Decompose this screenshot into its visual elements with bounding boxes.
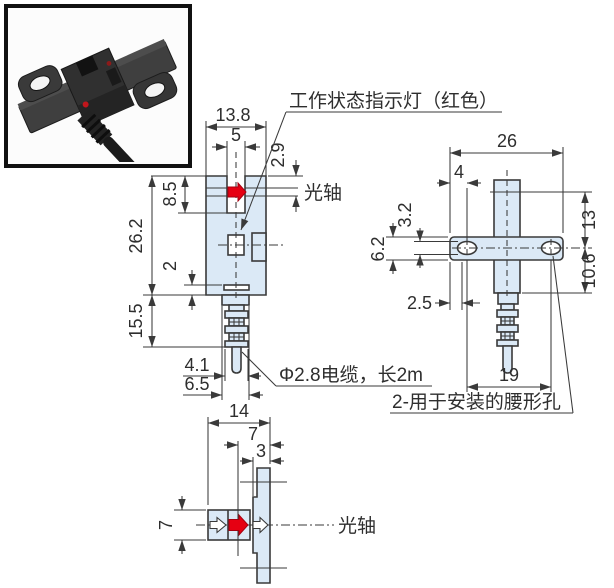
dim-side-edge-to-hole: 2.5 — [407, 262, 480, 313]
dim-side-width: 26 — [449, 131, 564, 233]
dim-front-slot-width-label: 5 — [231, 125, 241, 145]
dim-bottom-wall: 3 — [240, 441, 284, 496]
beam-arrow-outline-left — [209, 516, 227, 534]
indicator-callout-label: 工作状态指示灯（红色） — [289, 90, 498, 112]
dim-front-relief-width: 4.1 — [183, 349, 261, 381]
side-strain-relief — [496, 303, 519, 347]
dim-side-edge-to-hole-label: 2.5 — [407, 293, 432, 313]
front-side-boss — [251, 232, 267, 262]
mounting-hole-callout-label: 2-用于安装的腰形孔 — [392, 391, 561, 413]
dim-side-hole-height: 3.2 — [395, 202, 458, 268]
dim-side-flange-height: 6.2 — [368, 223, 448, 274]
dim-front-height-label: 26.2 — [126, 218, 146, 253]
dim-front-axis-offset: 2.9 光轴 — [268, 142, 342, 212]
dim-front-relief-length: 15.5 — [126, 295, 226, 348]
dim-side-axis-to-hole-label: 13 — [579, 210, 599, 230]
dim-side-hole-pitch: 19 — [466, 260, 552, 392]
dim-front-width-label: 13.8 — [215, 105, 250, 125]
dim-front-relief-length-label: 15.5 — [126, 303, 146, 338]
dim-side-hole-pitch-label: 19 — [499, 365, 519, 385]
beam-arrow-bottom — [228, 513, 249, 537]
dim-side-hole-height-label: 3.2 — [395, 202, 415, 227]
beam-arrow-front — [227, 181, 247, 203]
dim-side-flange-height-label: 6.2 — [368, 236, 388, 261]
dim-front-relief-width-label: 4.1 — [184, 355, 209, 375]
dim-side-hole-to-bottom: 10.6 — [522, 248, 599, 294]
dim-bottom-wall-label: 3 — [256, 441, 266, 461]
beam-arrow-outline-right — [252, 516, 269, 534]
dim-bottom-axis-to-face-label: 7 — [248, 424, 258, 444]
dim-front-neck-width-label: 6.5 — [184, 374, 209, 394]
side-view: 26 4 3.2 6.2 — [368, 131, 599, 414]
dim-bottom-width-label: 14 — [229, 401, 249, 421]
side-neck — [497, 292, 519, 305]
dim-front-axis-offset-label: 2.9 — [268, 142, 288, 167]
photo-cable — [77, 109, 143, 162]
dim-bottom-axis-to-face: 7 — [224, 424, 284, 449]
dim-bottom-arm-height-label: 7 — [156, 520, 176, 530]
photo-indicator-led — [82, 101, 89, 108]
dim-front-slot-depth-label: 8.5 — [160, 181, 180, 206]
dim-front-mark-offset: 2 — [160, 261, 222, 310]
dim-side-axis-to-hole: 13 — [579, 192, 599, 248]
dim-side-width-label: 26 — [497, 131, 517, 151]
dim-bottom-arm-height: 7 — [156, 496, 206, 554]
dim-front-slot-depth: 8.5 — [151, 175, 227, 214]
dim-front-neck-width: 6.5 — [183, 306, 263, 400]
cable-callout-label: Φ2.8电缆，长2m — [279, 364, 423, 386]
dim-bottom-width: 14 — [207, 401, 271, 505]
optical-axis-label-front: 光轴 — [304, 182, 342, 204]
product-photo — [4, 4, 192, 168]
dim-front-mark-offset-label: 2 — [160, 261, 180, 271]
optical-axis-label-bottom: 光轴 — [338, 515, 376, 537]
dim-side-hole-offset-label: 4 — [454, 162, 464, 182]
indicator-callout: 工作状态指示灯（红色） — [240, 90, 502, 231]
side-cable — [502, 345, 513, 374]
dim-front-slot-width: 5 — [212, 125, 260, 176]
mounting-hole-callout: 2-用于安装的腰形孔 — [390, 255, 574, 414]
dim-side-hole-offset: 4 — [437, 162, 481, 240]
bottom-view: 14 7 3 7 光轴 — [156, 401, 376, 584]
photo-sensor-illustration — [17, 39, 178, 162]
front-strain-relief — [224, 304, 249, 348]
front-view: 13.8 5 2.9 光轴 8.5 26.2 — [126, 90, 502, 400]
front-cable — [231, 346, 242, 374]
dim-front-width: 13.8 — [205, 105, 267, 176]
cable-callout: Φ2.8电缆，长2m — [241, 351, 432, 387]
dim-side-hole-to-bottom-label: 10.6 — [579, 253, 599, 288]
